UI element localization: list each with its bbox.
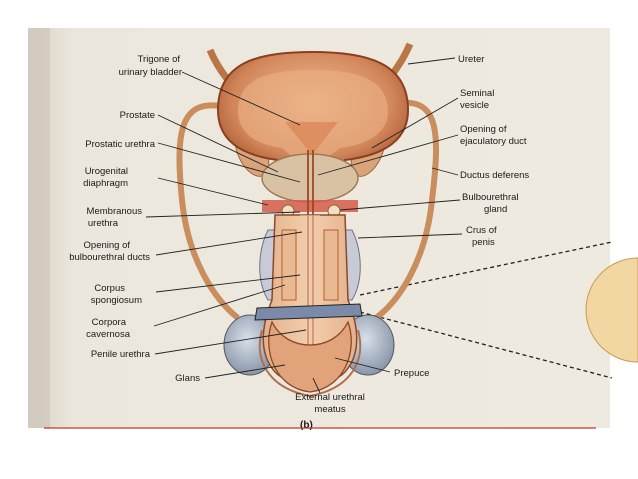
label-corpus-spongiosum-2: spongiosum: [91, 295, 142, 306]
leader-lines: [145, 57, 463, 394]
label-crus-2: penis: [472, 237, 495, 248]
label-ductus-deferens: Ductus deferens: [460, 170, 529, 181]
label-urogenital: Urogenital: [85, 166, 128, 177]
magnified-section-arc: [585, 257, 638, 363]
label-trigone: Trigone of: [138, 54, 181, 65]
label-corpora-cavernosa-2: cavernosa: [86, 329, 131, 340]
label-corpus-spongiosum: Corpus: [94, 283, 125, 294]
bladder-lumen: [238, 70, 388, 165]
label-glans: Glans: [175, 373, 200, 384]
label-corpora-cavernosa: Corpora: [92, 317, 127, 328]
label-bulbourethral-gland-2: gland: [484, 204, 507, 215]
labels-left: Trigone of urinary bladder Prostate Pros…: [69, 54, 200, 384]
trigone: [285, 122, 338, 155]
zoom-line-lower: [359, 311, 613, 379]
left-ductus-deferens: [176, 102, 240, 321]
scan-shadow: [28, 28, 50, 428]
label-seminal-vesicle: Seminal: [460, 88, 494, 99]
label-penile-urethra: Penile urethra: [91, 349, 151, 360]
label-bulbourethral-ducts: Opening of: [84, 240, 131, 251]
right-ductus-deferens: [374, 99, 440, 321]
label-membranous: Membranous: [87, 206, 143, 217]
label-membranous-2: urethra: [88, 218, 119, 229]
right-corpus-cavernosum: [323, 229, 339, 301]
label-ejaculatory: Opening of: [460, 124, 507, 135]
left-corpus-cavernosum: [281, 229, 297, 301]
label-seminal-vesicle-2: vesicle: [460, 100, 489, 111]
label-ureter: Ureter: [458, 54, 484, 65]
label-prepuce: Prepuce: [394, 368, 429, 379]
prostate: [261, 153, 359, 203]
label-external-meatus: External urethral: [295, 392, 365, 403]
label-bulbourethral-gland: Bulbourethral: [462, 192, 519, 203]
label-external-meatus-2: meatus: [314, 404, 345, 415]
prepuce: [258, 329, 362, 398]
labels-right: Ureter Seminal vesicle Opening of ejacul…: [394, 54, 529, 379]
label-urogenital-2: diaphragm: [83, 178, 128, 189]
label-ejaculatory-2: ejaculatory duct: [460, 136, 527, 147]
panel-label: (b): [300, 420, 313, 431]
label-crus: Crus of: [466, 225, 497, 236]
cross-section-band: [254, 303, 363, 321]
glans: [268, 320, 352, 393]
urogenital-diaphragm: [262, 200, 358, 212]
label-trigone-2: urinary bladder: [119, 67, 182, 78]
label-prostatic-urethra: Prostatic urethra: [85, 139, 155, 150]
label-prostate: Prostate: [120, 110, 155, 121]
label-bulbourethral-ducts-2: bulbourethral ducts: [69, 252, 150, 263]
corpus-spongiosum: [300, 215, 320, 373]
